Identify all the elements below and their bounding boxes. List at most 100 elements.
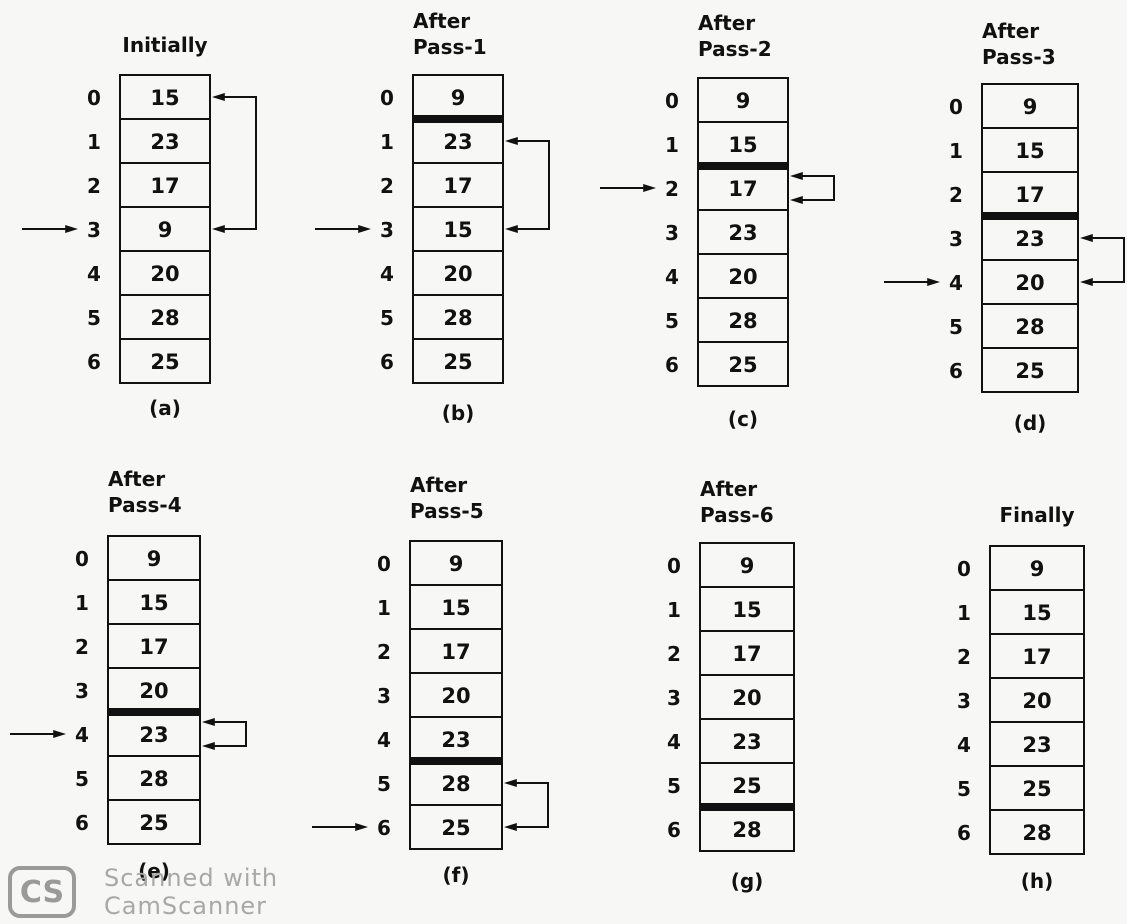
panel-a-value-5: 28 bbox=[150, 306, 179, 330]
panel-e-swap-bracket bbox=[214, 721, 247, 747]
watermark-line-1: Scanned with bbox=[104, 864, 279, 892]
panel-d-value-0: 9 bbox=[1023, 95, 1038, 119]
panel-g-index-3: 3 bbox=[667, 686, 681, 710]
panel-f-index-5: 5 bbox=[377, 772, 391, 796]
panel-d-value-6: 25 bbox=[1015, 359, 1044, 383]
panel-a-pointer-arrowhead bbox=[65, 225, 78, 233]
panel-d-cell-6 bbox=[981, 347, 1079, 393]
panel-d-value-4: 20 bbox=[1015, 271, 1044, 295]
panel-f-index-4: 4 bbox=[377, 728, 391, 752]
panel-a-swap-arrowhead-bottom bbox=[212, 225, 225, 233]
panel-b-value-2: 17 bbox=[443, 174, 472, 198]
panel-f-pointer-arrowhead bbox=[355, 823, 368, 831]
panel-e-index-4: 4 bbox=[75, 723, 89, 747]
panel-a-index-2: 2 bbox=[87, 174, 101, 198]
panel-c-title-line-1: After bbox=[698, 11, 755, 35]
panel-f-index-1: 1 bbox=[377, 596, 391, 620]
panel-c-value-2: 17 bbox=[728, 177, 757, 201]
panel-g-index-2: 2 bbox=[667, 642, 681, 666]
panel-b-value-4: 20 bbox=[443, 262, 472, 286]
panel-f-value-5: 28 bbox=[441, 772, 470, 796]
panel-f-index-2: 2 bbox=[377, 640, 391, 664]
panel-e-value-4: 23 bbox=[139, 723, 168, 747]
panel-f-title-line-1: After bbox=[410, 473, 467, 497]
panel-g-value-1: 15 bbox=[732, 598, 761, 622]
panel-h-value-0: 9 bbox=[1030, 557, 1045, 581]
panel-f-sorted-boundary bbox=[410, 757, 502, 765]
panel-d-sorted-boundary bbox=[982, 212, 1078, 220]
panel-c-sorted-boundary bbox=[698, 162, 788, 170]
panel-h-cell-6 bbox=[989, 809, 1085, 855]
panel-a-index-4: 4 bbox=[87, 262, 101, 286]
panel-h-value-2: 17 bbox=[1022, 645, 1051, 669]
panel-g-index-1: 1 bbox=[667, 598, 681, 622]
panel-g-index-4: 4 bbox=[667, 730, 681, 754]
panel-c-index-4: 4 bbox=[665, 265, 679, 289]
panel-g-caption: (g) bbox=[731, 869, 764, 893]
panel-f-title-line-2: Pass-5 bbox=[410, 499, 484, 523]
panel-f-value-1: 15 bbox=[441, 596, 470, 620]
panel-g-value-2: 17 bbox=[732, 642, 761, 666]
panel-g-index-0: 0 bbox=[667, 554, 681, 578]
panel-e-index-5: 5 bbox=[75, 767, 89, 791]
panel-c-index-2: 2 bbox=[665, 177, 679, 201]
panel-a-index-0: 0 bbox=[87, 86, 101, 110]
panel-f-index-6: 6 bbox=[377, 816, 391, 840]
panel-b-title-line-2: Pass-1 bbox=[413, 35, 487, 59]
panel-c-title-line-2: Pass-2 bbox=[698, 37, 772, 61]
panel-g-value-5: 25 bbox=[732, 774, 761, 798]
panel-f-index-0: 0 bbox=[377, 552, 391, 576]
panel-c-value-6: 25 bbox=[728, 353, 757, 377]
panel-h-title-line-1: Finally bbox=[1000, 503, 1075, 527]
panel-h-value-6: 28 bbox=[1022, 821, 1051, 845]
panel-e-title-line-1: After bbox=[108, 467, 165, 491]
panel-h-index-4: 4 bbox=[957, 733, 971, 757]
panel-f-cell-6 bbox=[409, 804, 503, 850]
panel-h-value-1: 15 bbox=[1022, 601, 1051, 625]
panel-g-index-5: 5 bbox=[667, 774, 681, 798]
panel-a-swap-bracket bbox=[224, 96, 257, 230]
panel-h-index-0: 0 bbox=[957, 557, 971, 581]
panel-g-value-4: 23 bbox=[732, 730, 761, 754]
panel-e-swap-arrowhead-top bbox=[202, 718, 215, 726]
panel-a-caption: (a) bbox=[149, 396, 181, 420]
panel-f-value-3: 20 bbox=[441, 684, 470, 708]
panel-g-index-6: 6 bbox=[667, 818, 681, 842]
panel-c-swap-arrowhead-bottom bbox=[790, 196, 803, 204]
panel-f-value-2: 17 bbox=[441, 640, 470, 664]
panel-d-index-5: 5 bbox=[949, 315, 963, 339]
panel-b-index-0: 0 bbox=[380, 86, 394, 110]
panel-d-index-4: 4 bbox=[949, 271, 963, 295]
panel-g-sorted-boundary bbox=[700, 803, 794, 811]
panel-d-swap-arrowhead-top bbox=[1080, 234, 1093, 242]
panel-b-swap-arrowhead-top bbox=[505, 137, 518, 145]
panel-a-index-5: 5 bbox=[87, 306, 101, 330]
panel-d-index-2: 2 bbox=[949, 183, 963, 207]
panel-g-value-3: 20 bbox=[732, 686, 761, 710]
panel-h-index-2: 2 bbox=[957, 645, 971, 669]
panel-c-value-0: 9 bbox=[736, 89, 751, 113]
panel-a-value-0: 15 bbox=[150, 86, 179, 110]
panel-d-index-0: 0 bbox=[949, 95, 963, 119]
panel-a-index-1: 1 bbox=[87, 130, 101, 154]
panel-e-index-1: 1 bbox=[75, 591, 89, 615]
panel-c-value-1: 15 bbox=[728, 133, 757, 157]
panel-h-value-3: 20 bbox=[1022, 689, 1051, 713]
panel-c-index-6: 6 bbox=[665, 353, 679, 377]
panel-d-value-2: 17 bbox=[1015, 183, 1044, 207]
panel-c-index-5: 5 bbox=[665, 309, 679, 333]
panel-a-value-6: 25 bbox=[150, 350, 179, 374]
panel-c-pointer-arrowhead bbox=[643, 184, 656, 192]
panel-a-title-line-1: Initially bbox=[122, 33, 207, 57]
panel-b-title-line-1: After bbox=[413, 9, 470, 33]
panel-c-index-3: 3 bbox=[665, 221, 679, 245]
panel-c-value-4: 20 bbox=[728, 265, 757, 289]
panel-b-cell-6 bbox=[412, 338, 504, 384]
panel-d-swap-arrowhead-bottom bbox=[1080, 278, 1093, 286]
panel-g-value-6: 28 bbox=[732, 818, 761, 842]
panel-f-value-0: 9 bbox=[449, 552, 464, 576]
panel-e-index-0: 0 bbox=[75, 547, 89, 571]
panel-h-value-5: 25 bbox=[1022, 777, 1051, 801]
panel-d-swap-bracket bbox=[1092, 237, 1125, 283]
panel-b-index-1: 1 bbox=[380, 130, 394, 154]
